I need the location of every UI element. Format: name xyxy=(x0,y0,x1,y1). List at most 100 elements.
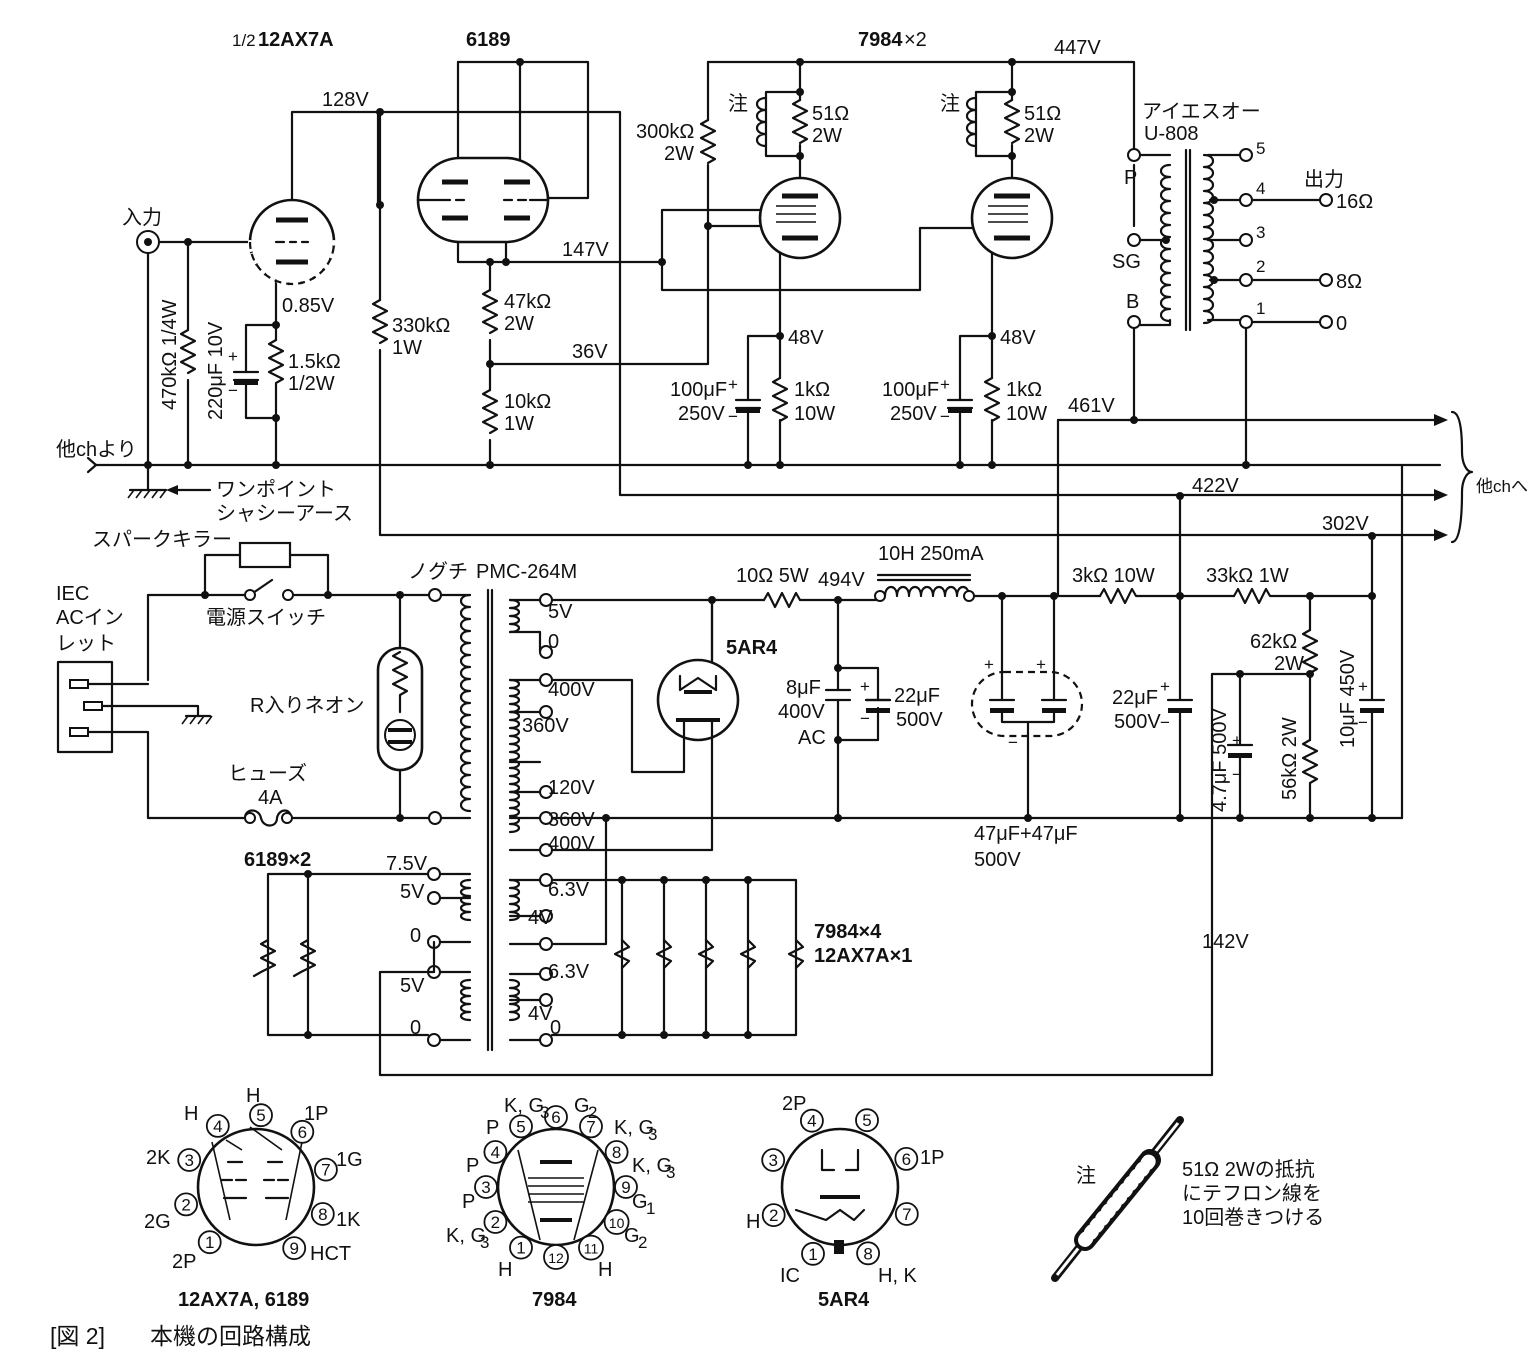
pin-label-h-top: H xyxy=(246,1085,260,1107)
p7984-pin-number: 6 xyxy=(551,1108,560,1127)
svg-text:−: − xyxy=(228,381,238,400)
p5ar4-pin-4 xyxy=(800,1108,824,1133)
teflon-winding-illustration xyxy=(1051,1116,1184,1282)
pin-label-7984-sub3d: 3 xyxy=(480,1233,489,1252)
label-ot-maker: アイエスオー xyxy=(1142,101,1261,123)
pin-label-7984-sub2a: 2 xyxy=(588,1103,597,1122)
p7984-pin-number: 9 xyxy=(621,1178,630,1197)
label-r1ka-w: 10W xyxy=(794,403,835,425)
pin-label-7984-sub3b: 3 xyxy=(648,1125,657,1144)
resistors-top xyxy=(179,98,1021,435)
label-r300k-w: 2W xyxy=(664,143,694,165)
label-r51b: 51Ω xyxy=(1024,103,1061,125)
pin-label-1g: 1G xyxy=(336,1149,363,1171)
output-transformer xyxy=(1127,148,1253,332)
pinout-12ax7 xyxy=(196,1126,316,1247)
winding-note-a xyxy=(755,96,768,148)
pin-label-7984-hl: H xyxy=(498,1259,512,1281)
label-tap-3: 3 xyxy=(1256,223,1265,242)
pinout-5ar4 xyxy=(780,1127,900,1254)
p7984-pin-number: 1 xyxy=(516,1239,525,1258)
label-tap-1: 1 xyxy=(1256,299,1265,318)
label-h2-5: 5V xyxy=(400,975,425,997)
label-c100b: 100μF xyxy=(882,379,939,401)
p5ar4-pin-number: 6 xyxy=(902,1150,911,1169)
labels: 1/2 12AX7A 6189 7984 ×2 447V 128V 147V 3… xyxy=(50,29,1528,1349)
label-tap-2: 2 xyxy=(1256,257,1265,276)
tube-7984-b xyxy=(970,176,1054,260)
note-mark: 注 xyxy=(1076,1164,1096,1187)
pin-label-7984-g2a: G xyxy=(574,1095,590,1117)
label-085v: 0.85V xyxy=(282,295,335,317)
label-r1ka: 1kΩ xyxy=(794,379,830,401)
label-142v: 142V xyxy=(1202,931,1249,953)
p12ax7-pin-5 xyxy=(249,1103,273,1128)
svg-text:+: + xyxy=(1036,655,1046,674)
label-h1-0: 0 xyxy=(410,925,421,947)
label-fuse-val: 4A xyxy=(258,787,283,809)
fuse xyxy=(243,809,293,827)
label-48v-b: 48V xyxy=(1000,327,1036,349)
p5ar4-pin-number: 7 xyxy=(902,1205,911,1224)
label-from-other: 他chより xyxy=(56,438,137,461)
label-note-a: 注 xyxy=(728,92,748,115)
label-spark-killer: スパークキラー xyxy=(92,528,232,551)
label-ground-1: ワンポイント xyxy=(216,478,336,501)
pin-label-7984-hr: H xyxy=(598,1259,612,1281)
p7984-pin-11 xyxy=(578,1234,604,1261)
p12ax7-pin-number: 6 xyxy=(298,1123,307,1142)
label-h2-0r: 0 xyxy=(550,1017,561,1039)
label-h1-63: 6.3V xyxy=(548,879,590,901)
pin-label-7984-g1: G xyxy=(632,1191,648,1213)
label-c47u: 4.7μF 500V xyxy=(1209,708,1231,812)
pin-label-7984-kg3b: K, G xyxy=(614,1117,654,1139)
label-ot-b: B xyxy=(1126,291,1139,313)
pin-label-1p: 1P xyxy=(304,1103,328,1125)
p7984-pin-number: 8 xyxy=(612,1143,621,1162)
p12ax7-pin-number: 2 xyxy=(181,1195,190,1214)
pin-label-7984-kg3d: K, G xyxy=(446,1225,486,1247)
note-line-1: 51Ω 2Wの抵抗 xyxy=(1182,1158,1315,1181)
p12ax7-pin-8 xyxy=(310,1202,335,1226)
label-r47k-w: 2W xyxy=(504,313,534,335)
label-c22b-v: 500V xyxy=(1114,711,1161,733)
p12ax7-pin-number: 9 xyxy=(289,1239,298,1258)
pin-label-5ar4-ic: IC xyxy=(780,1265,800,1287)
p12ax7-pin-4 xyxy=(205,1114,230,1138)
label-to-other: 他chへ xyxy=(1476,477,1528,496)
label-c47: 47μF+47μF xyxy=(974,823,1078,845)
label-rect: 5AR4 xyxy=(726,637,778,659)
label-c47-v: 500V xyxy=(974,849,1021,871)
out-0-terminal xyxy=(1319,315,1333,329)
p5ar4-pin-3 xyxy=(761,1148,786,1172)
p5ar4-pin-2 xyxy=(761,1203,786,1227)
p7984-pin-number: 10 xyxy=(609,1215,625,1231)
label-r1kb: 1kΩ xyxy=(1006,379,1042,401)
label-r33k: 33kΩ 1W xyxy=(1206,565,1289,587)
p7984-pin-5 xyxy=(509,1114,533,1139)
note-line-3: 10回巻きつける xyxy=(1182,1206,1324,1229)
label-147v: 147V xyxy=(562,239,609,261)
svg-text:+: + xyxy=(228,347,238,366)
label-switch: 電源スイッチ xyxy=(206,606,326,629)
label-ot-p: P xyxy=(1124,167,1137,189)
label-h1-4: 4V xyxy=(528,907,553,929)
pin-label-2k: 2K xyxy=(146,1147,171,1169)
label-tap-120: 120V xyxy=(548,777,595,799)
pin-label-7984-kg3c: K, G xyxy=(632,1155,672,1177)
label-tap-4: 4 xyxy=(1256,179,1265,198)
label-r62k-w: 2W xyxy=(1274,653,1304,675)
label-r1k5-w: 1/2W xyxy=(288,373,335,395)
pin-label-5ar4-hk: H, K xyxy=(878,1265,918,1287)
svg-text:−: − xyxy=(728,407,738,426)
label-tap-360b: 360V xyxy=(548,809,595,831)
caption-text: 本機の回路構成 xyxy=(150,1323,311,1349)
p5ar4-pin-number: 2 xyxy=(769,1206,778,1225)
p7984-pin-number: 3 xyxy=(481,1178,490,1197)
p7984-pin-number: 11 xyxy=(584,1241,599,1257)
label-36v: 36V xyxy=(572,341,608,363)
p5ar4-pin-6 xyxy=(894,1147,919,1171)
p7984-pin-10 xyxy=(603,1209,630,1235)
pinout-title-5ar4: 5AR4 xyxy=(818,1289,870,1311)
